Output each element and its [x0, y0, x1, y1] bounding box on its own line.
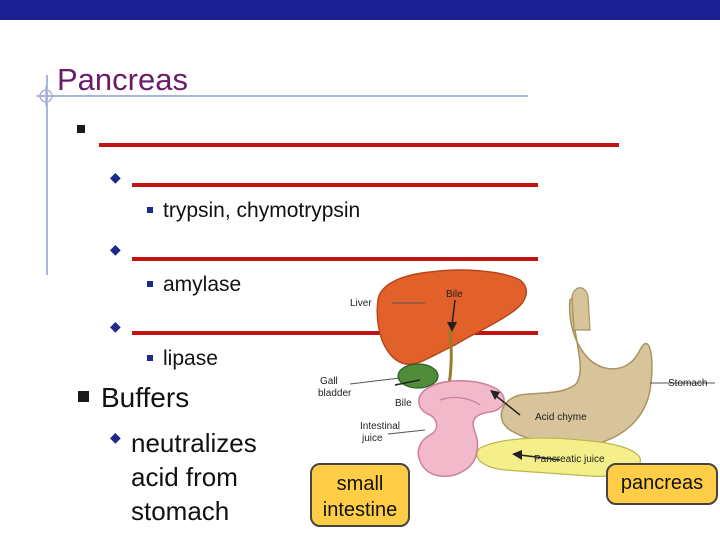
crosshair-icon: [36, 86, 56, 106]
left-rule: [46, 75, 48, 275]
list-item-amylase: amylase: [147, 273, 241, 297]
slide-title: Pancreas: [57, 62, 188, 97]
buffers-line-2: acid from: [131, 462, 238, 492]
buffers-line-1: neutralizes: [131, 428, 257, 458]
list-item-lipase: lipase: [147, 347, 218, 371]
label-stomach: Stomach: [668, 378, 707, 389]
diamond-bullet-icon: ◆: [110, 241, 121, 257]
diamond-bullet-icon: ◆: [110, 429, 121, 445]
list-item-trypsin: trypsin, chymotrypsin: [147, 199, 360, 223]
blank-line-level1: [99, 143, 619, 147]
label-liver: Liver: [350, 298, 372, 309]
callout-small: small: [336, 473, 384, 495]
diamond-bullet-icon: ◆: [110, 169, 121, 185]
esophagus-shape: [571, 287, 591, 331]
callout-pancreas: pancreas: [606, 463, 718, 505]
label-pancreatic-juice: Pancreatic juice: [534, 454, 605, 465]
callout-pancreas-text: pancreas: [620, 472, 704, 494]
small-intestine-shape: [417, 380, 505, 477]
top-bar: [0, 0, 720, 20]
callout-small-intestine: small intestine: [310, 463, 410, 527]
buffers-description: neutralizes acid from stomach: [131, 426, 257, 528]
blank-line-level2-3: [132, 331, 538, 335]
liver-shape: [376, 269, 527, 365]
intestine-loop: [439, 396, 481, 406]
bullet-square-icon: [77, 125, 85, 133]
callout-intestine: intestine: [322, 499, 398, 521]
buffers-heading: Buffers: [78, 382, 189, 414]
gall-bladder-shape: [397, 363, 439, 389]
label-bladder: bladder: [318, 388, 352, 399]
label-bile-mid: Bile: [395, 398, 412, 409]
blank-line-level2-2: [132, 257, 538, 261]
blank-line-level2-1: [132, 183, 538, 187]
label-juice: juice: [361, 433, 383, 444]
diamond-bullet-icon: ◆: [110, 318, 121, 334]
label-bile-top: Bile: [446, 289, 463, 300]
buffers-line-3: stomach: [131, 496, 230, 526]
label-acid-chyme: Acid chyme: [535, 412, 587, 423]
label-intestinal: Intestinal: [360, 421, 400, 432]
title-rule: [38, 95, 528, 97]
label-gall: Gall: [320, 376, 338, 387]
